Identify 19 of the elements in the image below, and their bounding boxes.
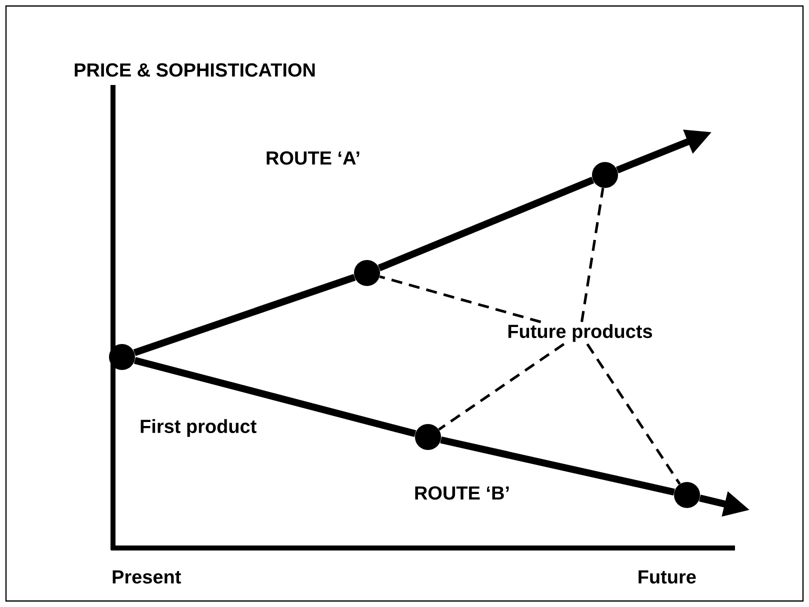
route-line (133, 274, 356, 356)
axis-label: Future (638, 570, 696, 584)
axis-title: PRICE & SOPHISTICATION (74, 63, 315, 77)
route-line (378, 176, 594, 272)
leader-line (580, 188, 604, 322)
route-label: ROUTE ‘A’ (266, 151, 360, 165)
route-line (440, 436, 675, 496)
route-label: ROUTE ‘B’ (415, 486, 509, 500)
dot (592, 162, 618, 188)
dot (415, 424, 441, 450)
leader-line (586, 343, 681, 485)
route-line (134, 356, 416, 438)
dot (354, 260, 380, 286)
dot (674, 482, 700, 508)
axis-label: Present (112, 570, 181, 584)
leader-line (438, 342, 565, 431)
leader-line (379, 275, 542, 324)
dot-caption: First product (140, 419, 256, 437)
callout-text: Future products (508, 324, 652, 342)
